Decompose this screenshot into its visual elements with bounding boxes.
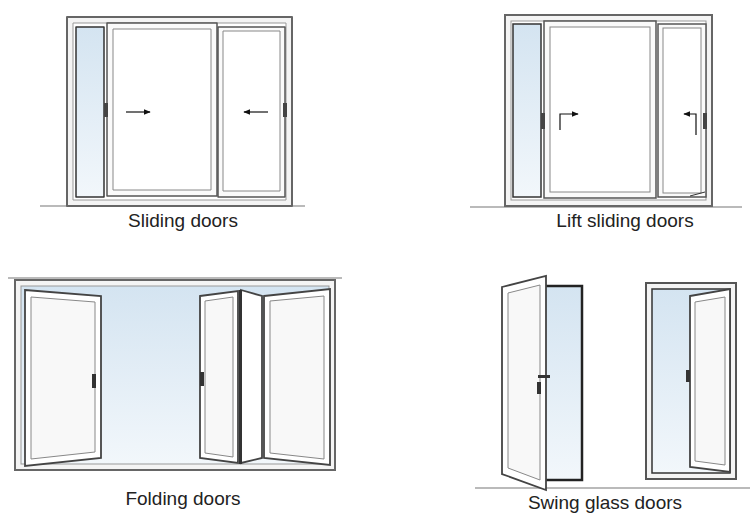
- door-caption: Sliding doors: [128, 210, 238, 233]
- sliding-door-figure: [40, 17, 305, 206]
- door-caption: Folding doors: [125, 488, 240, 511]
- door-caption: Lift sliding doors: [556, 210, 693, 233]
- swing-door-figure: [475, 276, 750, 490]
- door-caption: Swing glass doors: [528, 492, 682, 515]
- folding-door-figure: [8, 278, 342, 470]
- lift-sliding-door-figure: [470, 15, 742, 207]
